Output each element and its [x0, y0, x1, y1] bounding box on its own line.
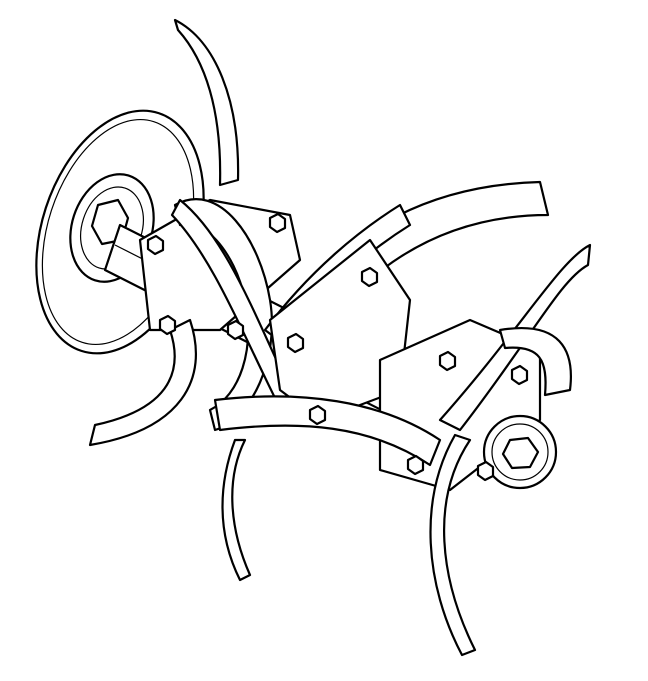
bolt-nut: [438, 350, 457, 372]
bolt-nut: [360, 266, 379, 288]
hex-bore-icon: [501, 436, 540, 470]
tine-blade: [221, 438, 252, 582]
bolt-nut: [308, 404, 327, 426]
bolt-nut: [158, 314, 177, 336]
tine-blade: [498, 327, 572, 397]
bolt-nut: [146, 234, 165, 256]
bolt-nut: [226, 319, 245, 341]
tine-blade: [173, 18, 240, 187]
tine-blade: [173, 198, 274, 432]
tine-blade: [213, 395, 442, 467]
bolt-nut: [406, 454, 425, 476]
bolt-nut: [268, 212, 287, 234]
bolt-nut: [476, 460, 495, 482]
bolt-nut: [510, 364, 529, 386]
right-hub: [482, 414, 558, 490]
tine-blade: [88, 318, 198, 447]
tine-blade: [429, 433, 477, 657]
bolts: [146, 212, 529, 482]
bolt-nut: [286, 332, 305, 354]
